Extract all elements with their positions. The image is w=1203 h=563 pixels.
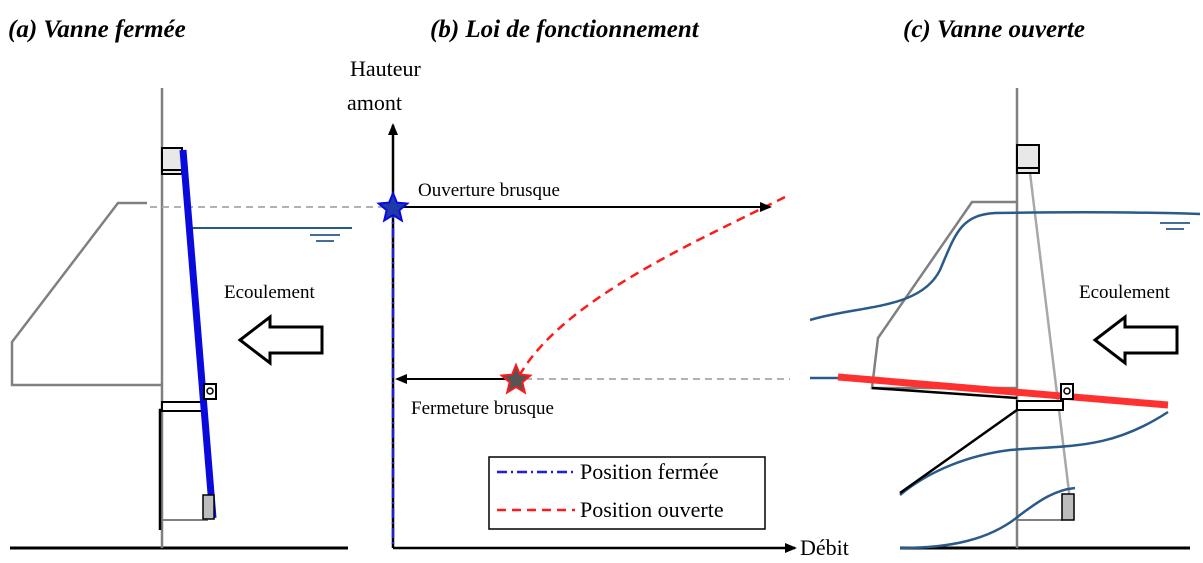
panel-c-open-gate: Ecoulement — [809, 88, 1201, 550]
y-axis-label: Hauteur — [350, 56, 422, 81]
flow-arrow-icon — [1092, 313, 1179, 367]
panel-c-flow-label: Ecoulement — [1079, 282, 1170, 303]
hinge-support — [161, 401, 207, 412]
gate-hoist-block — [1016, 144, 1040, 174]
flow-arrow-icon — [237, 313, 324, 367]
open-gate-leaf — [837, 373, 1169, 409]
gate-guide-rod — [1028, 172, 1072, 501]
legend-label-closed: Position fermée — [580, 459, 719, 484]
y-axis-label-2: amont — [347, 90, 402, 115]
dam-outline — [10, 201, 162, 387]
counterweight-block — [202, 494, 215, 520]
opening-event-label: Ouverture brusque — [418, 180, 560, 201]
panel-a-flow-label: Ecoulement — [224, 282, 315, 303]
counterweight-block — [1061, 493, 1075, 521]
gate-arm — [899, 408, 1018, 495]
panel-a-closed-gate: Ecoulement — [10, 88, 388, 550]
jet-lower-profile — [899, 486, 1076, 550]
jet-upper-profile — [899, 410, 1169, 496]
panel-b-title: (b) Loi de fonctionnement — [430, 16, 700, 43]
upstream-water-profile — [809, 211, 1201, 322]
closing-star-icon — [499, 362, 533, 395]
dam-outline — [870, 200, 1017, 390]
pivot-icon — [203, 383, 217, 400]
open-position-curve — [516, 195, 786, 379]
closing-event-label: Fermeture brusque — [411, 398, 554, 419]
legend-box — [488, 456, 766, 530]
panel-b-operating-law: Hauteur amont Débit Ouverture brusque Fe… — [347, 56, 849, 560]
legend-label-open: Position ouverte — [580, 497, 724, 522]
opening-star-icon — [376, 190, 410, 223]
pivot-icon — [1060, 383, 1074, 400]
closed-gate-leaf — [179, 149, 217, 519]
x-axis-label: Débit — [800, 535, 849, 560]
sill-frame — [158, 408, 204, 530]
hinge-support — [1016, 400, 1064, 411]
panel-a-title: (a) Vanne fermée — [8, 16, 186, 43]
panel-c-title: (c) Vanne ouverte — [903, 16, 1085, 43]
